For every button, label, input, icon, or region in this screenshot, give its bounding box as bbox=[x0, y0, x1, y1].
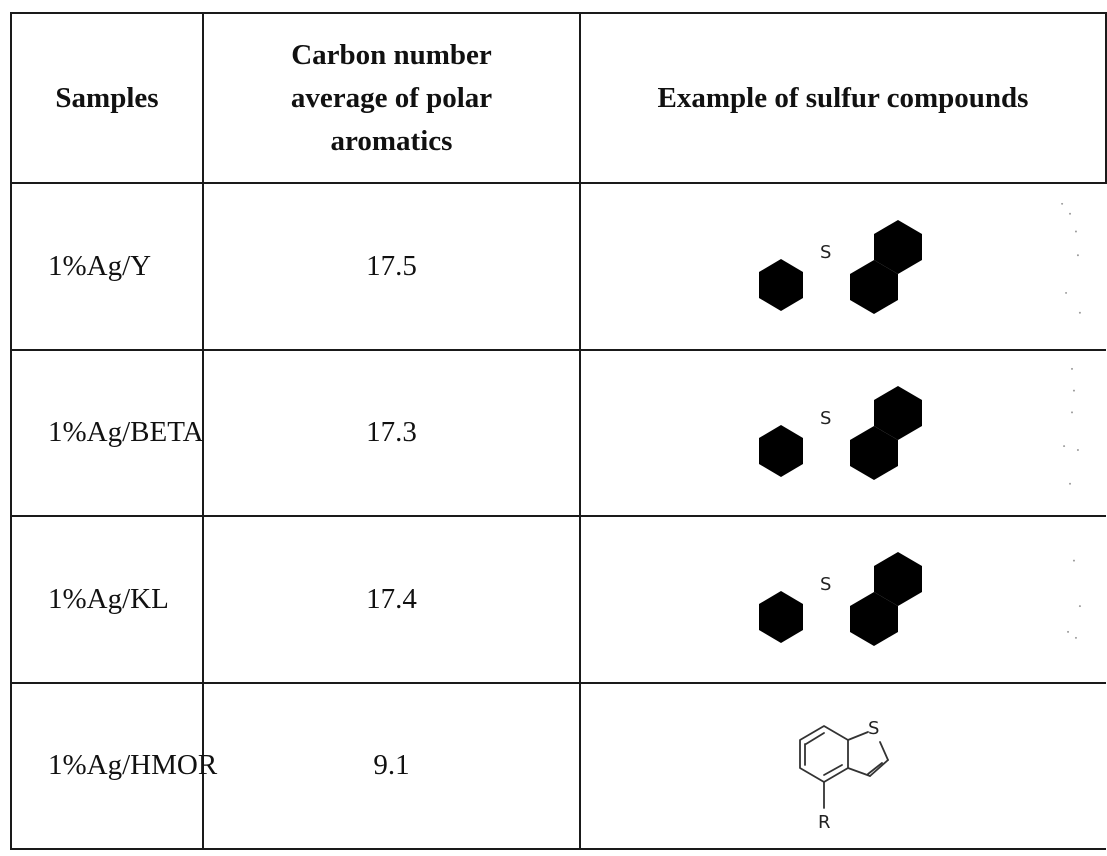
structure-cell: S R bbox=[579, 681, 1106, 851]
carbon-cell: 17.4 bbox=[202, 515, 581, 684]
benzo-naphthothiophene-icon: S bbox=[758, 385, 922, 480]
scan-specks bbox=[1063, 367, 1079, 485]
header-example: Example of sulfur compounds bbox=[579, 11, 1107, 185]
structure-cell: S bbox=[579, 348, 1106, 518]
sulfur-atom-label: S bbox=[868, 718, 879, 739]
carbon-cell: 17.3 bbox=[202, 348, 581, 518]
structure-cell: S bbox=[579, 515, 1106, 684]
substituent-label: R bbox=[818, 812, 831, 833]
table-row: 1%Ag/BETA 17.3 S bbox=[10, 348, 1106, 518]
structure-cell: S bbox=[579, 182, 1106, 351]
header-samples: Samples bbox=[10, 11, 204, 185]
sulfur-atom-label: S bbox=[820, 242, 831, 263]
header-carbon-line-3: aromatics bbox=[330, 124, 453, 157]
sulfur-atom-label: S bbox=[820, 408, 831, 429]
sample-cell: 1%Ag/Y bbox=[10, 182, 204, 351]
header-carbon-line-2: average of polar bbox=[290, 81, 493, 114]
sample-cell: 1%Ag/HMOR bbox=[10, 681, 217, 851]
alkyl-benzothiophene-icon: S R bbox=[798, 718, 889, 833]
sulfur-compounds-table: Samples Carbon number average of polar a… bbox=[10, 11, 1107, 851]
sulfur-atom-label: S bbox=[820, 574, 831, 595]
carbon-cell: 17.5 bbox=[202, 182, 581, 351]
scan-specks bbox=[1061, 203, 1081, 315]
sample-cell: 1%Ag/KL bbox=[10, 515, 204, 684]
table-row: 1%Ag/Y 17.5 S bbox=[10, 182, 1106, 351]
scan-specks bbox=[1067, 559, 1081, 639]
table-row: 1%Ag/KL 17.4 S bbox=[10, 515, 1106, 684]
table-header-row: Samples Carbon number average of polar a… bbox=[10, 11, 1107, 185]
header-carbon-number: Carbon number average of polar aromatics bbox=[202, 11, 581, 185]
benzo-naphthothiophene-icon: S bbox=[758, 219, 922, 314]
carbon-cell: 9.1 bbox=[202, 681, 581, 851]
table-row: 1%Ag/HMOR 9.1 S R bbox=[10, 681, 1106, 851]
sample-cell: 1%Ag/BETA bbox=[10, 348, 204, 518]
benzo-naphthothiophene-icon: S bbox=[758, 552, 922, 647]
header-carbon-line-1: Carbon number bbox=[291, 38, 492, 71]
